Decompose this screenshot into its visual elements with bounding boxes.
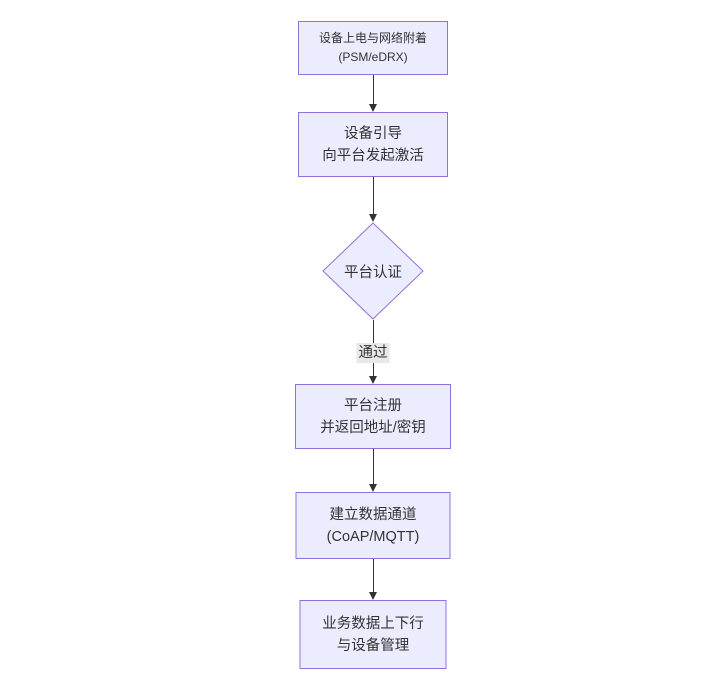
node-label: 业务数据上下行 [322,615,424,632]
arrow-channel-to-business [369,559,377,600]
arrow-line [372,177,374,214]
arrow-register-to-channel [369,449,377,492]
node-register: 平台注册 并返回地址/密钥 [295,384,451,449]
arrowhead-icon [369,484,377,492]
node-label: 平台认证 [344,264,402,281]
node-label: 设备引导 [344,125,402,142]
node-business: 业务数据上下行 与设备管理 [299,600,447,669]
arrowhead-icon [369,104,377,112]
node-label: 向平台发起激活 [322,147,424,164]
arrow-line [372,75,374,104]
node-label: 建立数据通道 [329,506,417,523]
node-label: 设备上电与网络附着 [318,31,427,45]
node-label: (CoAP/MQTT) [326,528,420,545]
arrow-line [372,559,374,592]
arrowhead-icon [369,376,377,384]
arrow-line [372,449,374,484]
edge-label-pass: 通过 [356,343,390,363]
node-label: (PSM/eDRX) [338,50,408,64]
node-label: 并返回地址/密钥 [320,419,426,436]
node-label: 平台注册 [344,397,402,414]
arrow-power-to-bootstrap [369,75,377,112]
node-label: 与设备管理 [336,637,410,654]
diamond-shape [322,222,424,320]
node-channel: 建立数据通道 (CoAP/MQTT) [295,492,451,559]
arrow-bootstrap-to-auth [369,177,377,222]
arrowhead-icon [369,214,377,222]
node-bootstrap: 设备引导 向平台发起激活 [298,112,448,177]
arrowhead-icon [369,592,377,600]
node-power-on: 设备上电与网络附着 (PSM/eDRX) [298,21,448,75]
node-auth-decision: 平台认证 [322,222,424,320]
